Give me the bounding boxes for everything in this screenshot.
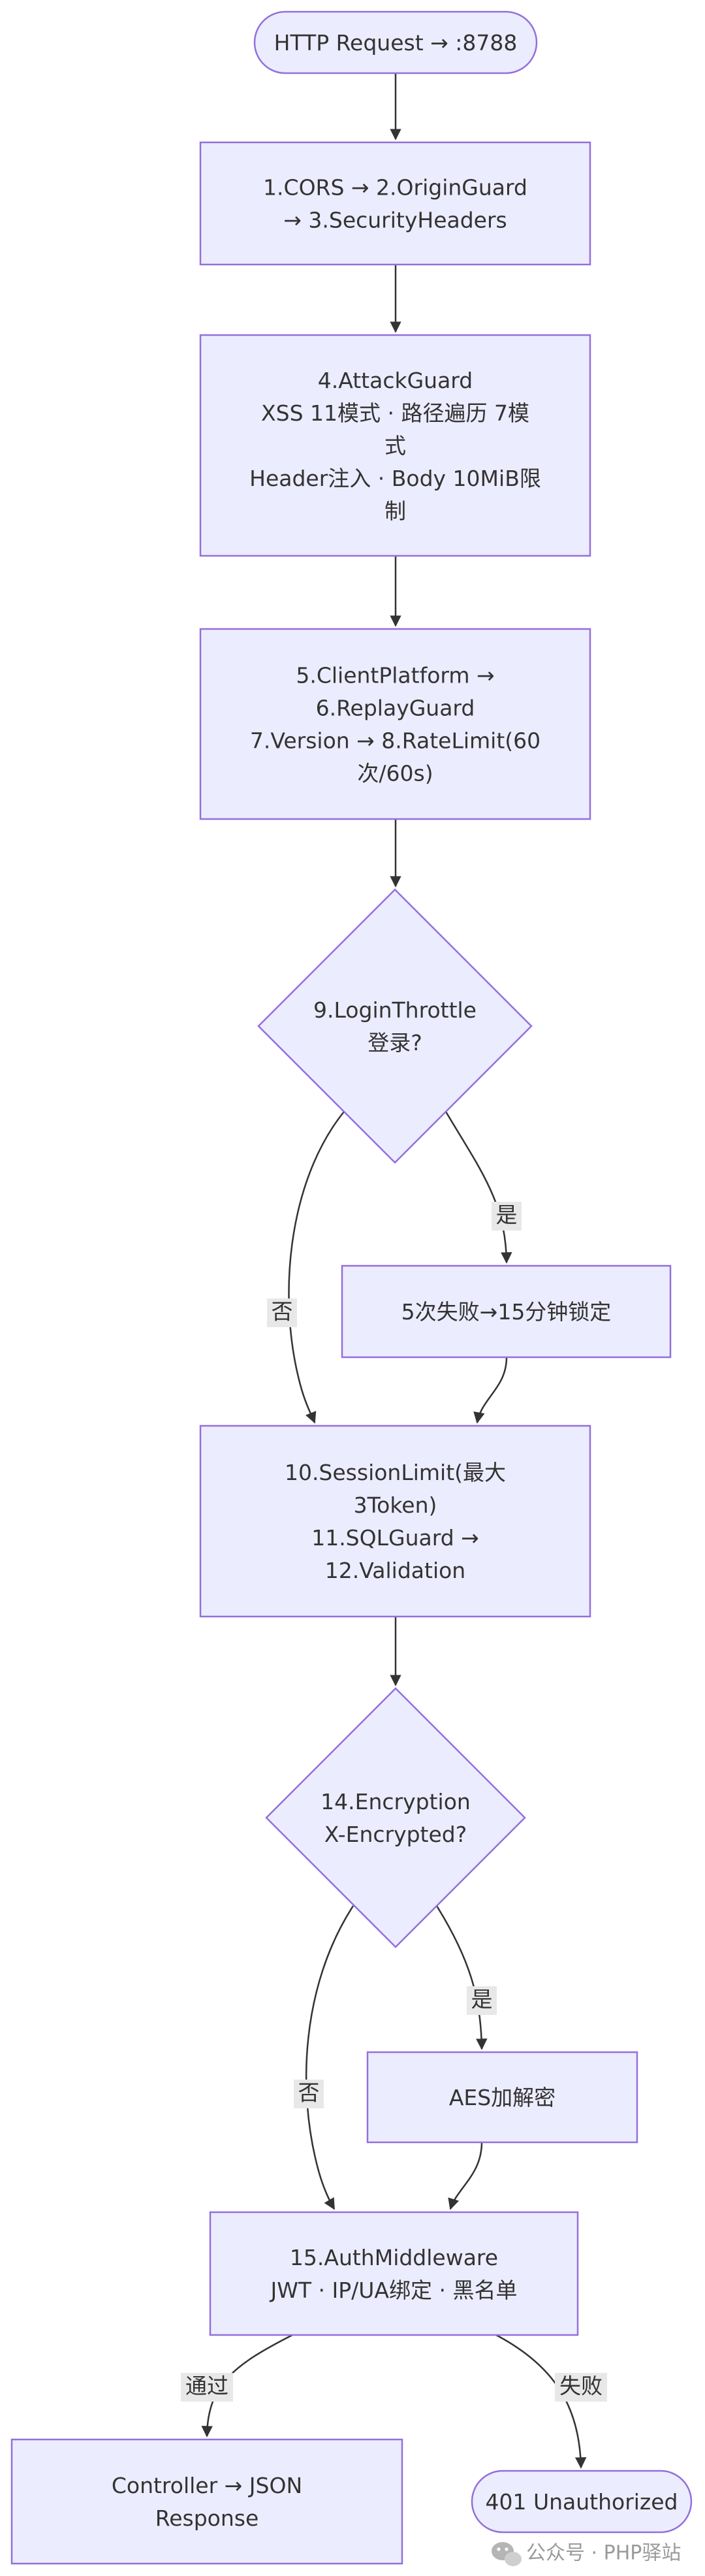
node-text-d9-1: 登录? xyxy=(368,1030,422,1055)
node-shape-d14 xyxy=(265,1687,526,1948)
watermark: 公众号 · PHP驿站 xyxy=(492,2542,681,2566)
edge-label-bg-d9-n10 xyxy=(267,1298,297,1327)
node-text-n5-2: 7.Version → 8.RateLimit(60 xyxy=(250,728,540,754)
edge-label-bg-d14-aes xyxy=(467,1986,497,2015)
node-text-n1-0: 1.CORS → 2.OriginGuard xyxy=(263,175,527,201)
edge-label-n15-ctrl: 通过 xyxy=(181,2373,233,2402)
wechat-icon xyxy=(492,2542,522,2566)
edge-label-bg-n15-unauth xyxy=(555,2373,607,2402)
node-aes: AES加解密 xyxy=(366,2051,638,2144)
node-shape-d9 xyxy=(257,888,533,1164)
node-text-d14-1: X-Encrypted? xyxy=(324,1822,467,1847)
node-shape-n5 xyxy=(199,628,591,820)
node-text-n4-2: 式 xyxy=(384,433,406,459)
node-text-unauth-0: 401 Unauthorized xyxy=(485,2489,678,2515)
node-shape-n1 xyxy=(199,141,591,266)
node-text-n15-0: 15.AuthMiddleware xyxy=(290,2245,498,2270)
node-n1: 1.CORS → 2.OriginGuard → 3.SecurityHeader… xyxy=(199,141,591,266)
node-text-lock-0: 5次失败→15分钟锁定 xyxy=(401,1299,612,1325)
edge-label-bg-d14-n15 xyxy=(294,2080,324,2108)
node-shape-unauth xyxy=(471,2470,693,2534)
node-text-ctrl-0: Controller → JSON xyxy=(112,2473,302,2498)
node-text-n10-3: 12.Validation xyxy=(325,1558,465,1583)
node-shape-lock xyxy=(341,1264,672,1359)
node-text-start-0: HTTP Request → :8788 xyxy=(274,30,518,56)
node-d9: 9.LoginThrottle 登录? xyxy=(257,888,533,1164)
edge-lock-n10 xyxy=(473,1357,508,1424)
edge-d9-n10 xyxy=(288,1111,345,1424)
node-text-n5-0: 5.ClientPlatform → xyxy=(296,663,494,688)
watermark-text: 公众号 · PHP驿站 xyxy=(526,2542,681,2565)
node-text-d14-0: 14.Encryption xyxy=(321,1789,471,1814)
node-shape-start xyxy=(253,10,538,74)
node-text-n10-2: 11.SQLGuard → xyxy=(311,1525,479,1551)
node-n10: 10.SessionLimit(最大 3Token) 11.SQLGuard → 12… xyxy=(199,1425,591,1618)
edge-label-bg-d9-lock xyxy=(492,1202,522,1231)
edge-label-text-d14-n15: 否 xyxy=(298,2080,320,2106)
edge-d14-aes xyxy=(435,1905,488,2050)
edge-d9-lock xyxy=(445,1111,512,1264)
edge-label-d9-n10: 否 xyxy=(267,1298,297,1327)
node-text-n5-3: 次/60s) xyxy=(357,761,433,786)
edge-label-text-n15-ctrl: 通过 xyxy=(185,2374,228,2399)
edge-label-text-d9-n10: 否 xyxy=(272,1299,293,1325)
edge-label-bg-n15-ctrl xyxy=(181,2373,233,2402)
node-lock: 5次失败→15分钟锁定 xyxy=(341,1264,672,1359)
edge-aes-n15 xyxy=(448,2142,483,2210)
node-shape-n4 xyxy=(199,334,591,557)
node-text-n4-3: Header注入 · Body 10MiB限 xyxy=(249,466,541,491)
node-ctrl: Controller → JSON Response xyxy=(10,2438,403,2565)
node-shape-n15 xyxy=(209,2211,579,2336)
node-start: HTTP Request → :8788 xyxy=(253,10,538,74)
node-text-n4-0: 4.AttackGuard xyxy=(318,368,473,393)
edge-label-text-d9-lock: 是 xyxy=(496,1202,518,1228)
edge-label-d14-aes: 是 xyxy=(467,1986,497,2015)
node-text-n10-0: 10.SessionLimit(最大 xyxy=(285,1460,506,1485)
node-text-ctrl-1: Response xyxy=(155,2505,259,2531)
edge-label-d14-n15: 否 xyxy=(294,2080,324,2108)
node-text-n4-1: XSS 11模式 · 路径遍历 7模 xyxy=(261,400,529,426)
node-text-n10-1: 3Token) xyxy=(354,1492,437,1518)
edge-label-d9-lock: 是 xyxy=(492,1202,522,1231)
node-text-n5-1: 6.ReplayGuard xyxy=(316,696,475,721)
node-unauth: 401 Unauthorized xyxy=(471,2470,693,2534)
node-n5: 5.ClientPlatform → 6.ReplayGuard 7.Version… xyxy=(199,628,591,820)
node-text-n4-4: 制 xyxy=(384,498,406,524)
node-shape-n10 xyxy=(199,1425,591,1618)
edge-d14-n15 xyxy=(305,1905,354,2210)
node-text-n1-1: → 3.SecurityHeaders xyxy=(283,208,507,233)
node-text-aes-0: AES加解密 xyxy=(449,2085,556,2110)
edge-label-text-d14-aes: 是 xyxy=(471,1987,493,2012)
edge-label-n15-unauth: 失败 xyxy=(555,2373,607,2402)
node-shape-ctrl xyxy=(10,2438,403,2565)
node-text-n15-1: JWT · IP/UA绑定 · 黑名单 xyxy=(270,2278,518,2303)
node-text-d9-0: 9.LoginThrottle xyxy=(313,997,477,1023)
node-shape-aes xyxy=(366,2051,638,2144)
edge-label-text-n15-unauth: 失败 xyxy=(559,2374,603,2399)
